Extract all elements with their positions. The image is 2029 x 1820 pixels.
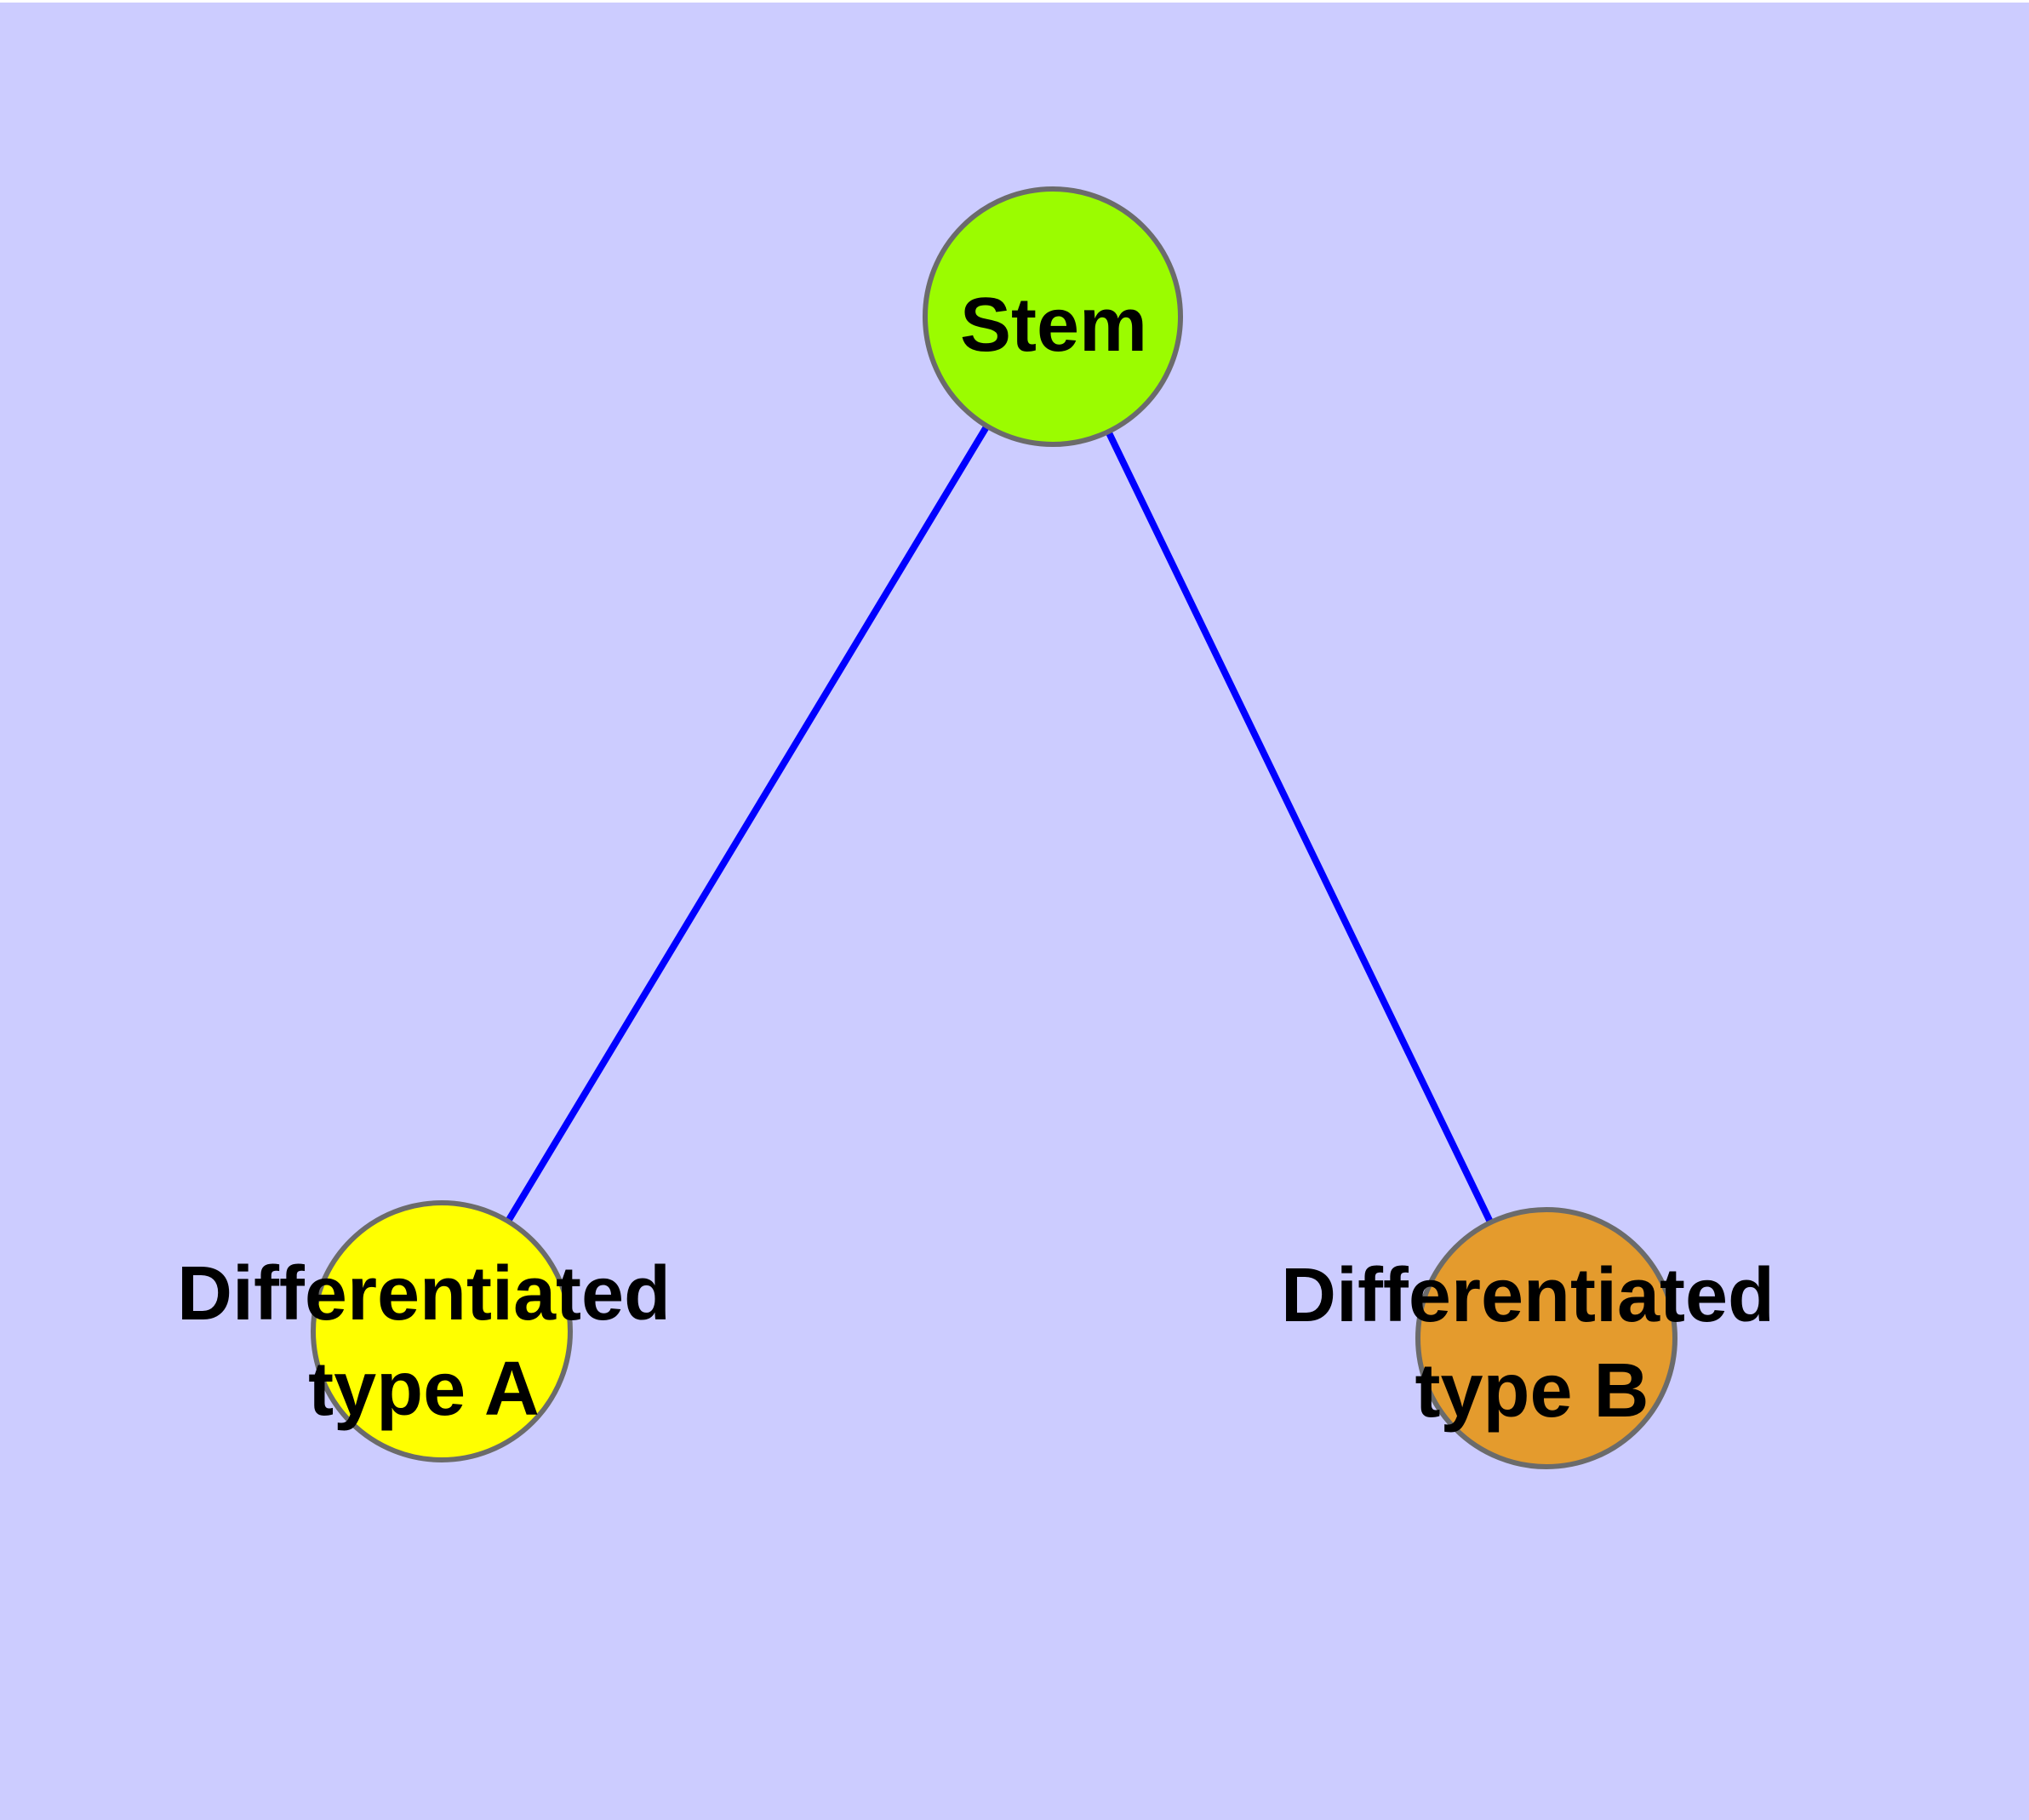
node-type-b-label-line2: type B — [1415, 1348, 1649, 1434]
node-stem-circle — [923, 186, 1183, 447]
node-type-a-label-line1: Differentiated — [177, 1251, 671, 1336]
node-type-a-label-line2: type A — [308, 1347, 540, 1432]
node-type-b-label-line1: Differentiated — [1281, 1253, 1775, 1338]
node-type-a-circle — [311, 1200, 573, 1462]
edge-stem-to-type-b — [1049, 313, 1550, 1342]
node-stem-label: Stem — [960, 283, 1147, 368]
edge-stem-to-type-a — [438, 313, 1056, 1335]
node-type-b-circle — [1415, 1207, 1677, 1469]
